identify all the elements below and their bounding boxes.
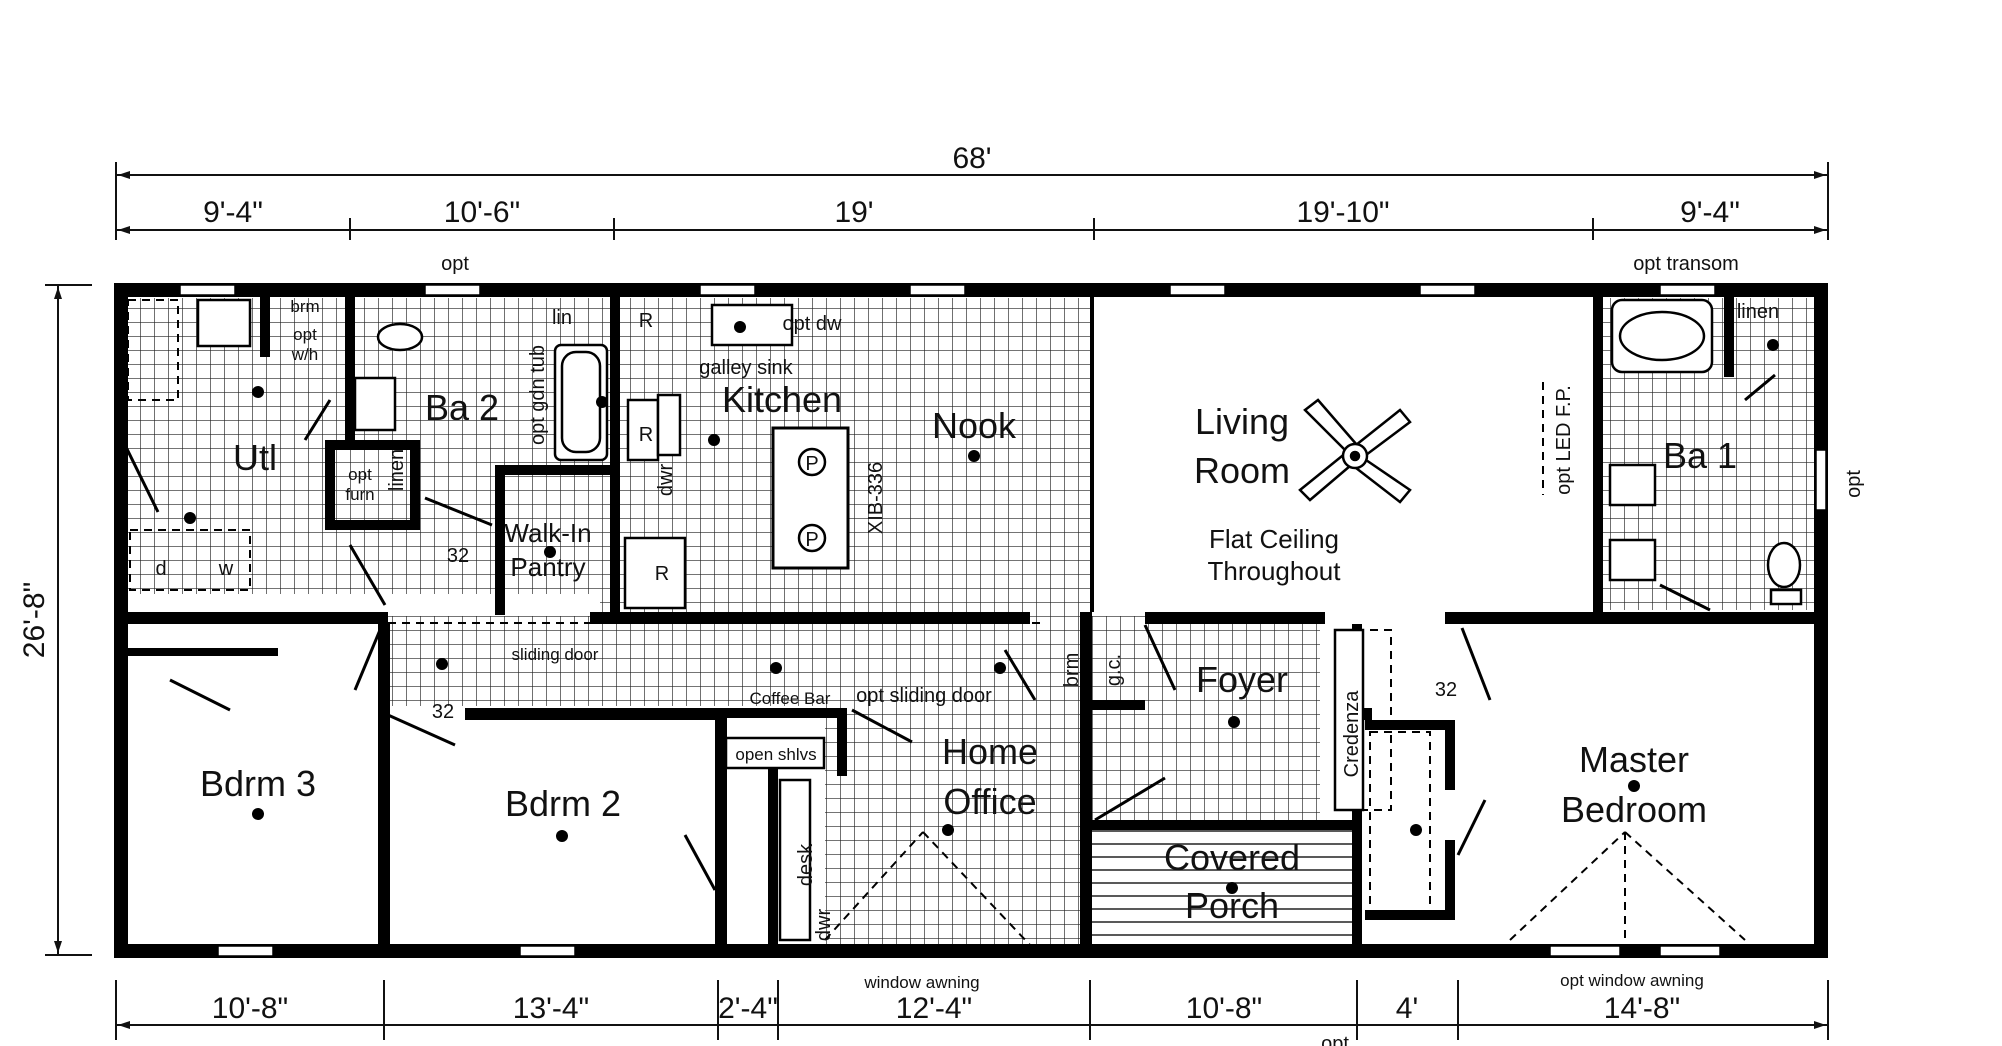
dim-bottom-7: 14'-8" [1604,992,1680,1025]
dimension-lines [45,162,1829,1040]
note-throughout: Throughout [1208,556,1342,586]
room-label-office: Office [943,781,1036,822]
ceiling-fan-icon [1298,398,1412,504]
room-label-porch: Porch [1185,885,1279,926]
note-opt-sliding-door: opt sliding door [856,685,992,707]
note-opt-furn-2: furn [345,485,374,504]
dim-top-2: 10'-6" [444,196,520,229]
note-opt-window-awning: opt window awning [1560,971,1704,990]
refrigerator [623,536,687,610]
note-lin: lin [552,307,572,329]
note-window-awning: window awning [863,973,979,992]
note-credenza: Credenza [1341,690,1363,778]
porch-lines [1090,830,1352,950]
room-label-master: Master [1579,739,1689,780]
room-label-utl: Utl [233,437,277,478]
dim-bottom-1: 10'-8" [212,992,288,1025]
dim-overall-top: 68' [952,142,991,175]
note-door-32-b: 32 [432,701,454,723]
note-linen-closet: linen [386,449,408,491]
note-r-mid: R [639,424,653,446]
bath1-sink-top [1608,463,1657,507]
note-r-bottom: R [655,563,669,585]
room-label-walkin: Walk-In [504,518,591,548]
note-brm-small: brm [290,297,319,316]
desk-cabinet [778,778,812,942]
dim-top-3: 19' [834,196,873,229]
dashed-details [127,299,1746,946]
laundry-sink [196,298,252,348]
room-label-nook: Nook [932,405,1017,446]
dim-bottom-5: 10'-8" [1186,992,1262,1025]
room-label-ba2: Ba 2 [425,387,499,428]
note-dwr-office: dwr [813,909,835,942]
note-r-top: R [639,310,653,332]
credenza-cabinet [1333,628,1365,812]
open-shelves-cabinet [724,736,826,770]
note-dryer: d [155,558,166,580]
fixtures [196,298,1803,942]
dim-bottom-6: 4' [1396,992,1418,1025]
room-label-ba1: Ba 1 [1663,435,1737,476]
note-opt-wh-2: w/h [291,345,318,364]
note-opt-bottom: opt [1321,1033,1349,1046]
note-door-32-c: 32 [1435,679,1457,701]
dimension-arrows [54,171,1826,1029]
note-door-32-a: 32 [447,545,469,567]
note-open-shlvs: open shlvs [735,745,816,764]
room-label-room: Room [1194,450,1290,491]
galley-sink-fixture [710,303,794,347]
note-desk: desk [795,843,817,886]
note-gc: g.c. [1103,654,1125,686]
island-stools [797,447,827,553]
note-opt-furn-1: opt [348,465,372,484]
bath2-toilet [376,322,424,352]
dim-bottom-3: 2'-4" [718,992,778,1025]
room-label-pantry: Pantry [510,552,585,582]
note-opt-wh-1: opt [293,325,317,344]
note-opt-top: opt [441,253,469,275]
foyer-tile [1090,616,1320,826]
note-washer: w [218,558,234,580]
dim-top-1: 9'-4" [203,196,263,229]
note-xib: XIB-336 [865,462,887,534]
room-label-bdrm3: Bdrm 3 [200,763,316,804]
note-brm-office: brm [1061,653,1083,687]
room-label-living: Living [1195,401,1289,442]
dim-top-5: 9'-4" [1680,196,1740,229]
note-opt-gdn-tub: opt gdn tub [527,345,549,445]
note-opt-dw: opt dw [783,313,842,335]
room-label-kitchen: Kitchen [722,379,842,420]
room-label-bdrm2: Bdrm 2 [505,783,621,824]
bath1-sink-bottom [1608,538,1657,582]
note-linen-bath1: linen [1737,301,1779,323]
room-label-foyer: Foyer [1196,659,1288,700]
dim-top-4: 19'-10" [1296,196,1389,229]
room-markers [184,321,1779,894]
note-stool-p-1: P [805,453,818,475]
windows [179,284,1827,957]
hall-tile [385,616,1090,706]
note-opt-right: opt [1843,470,1865,498]
bath1-toilet [1766,541,1802,589]
note-flat-ceiling: Flat Ceiling [1209,524,1339,554]
room-label-covered: Covered [1164,837,1300,878]
note-sliding-door: sliding door [512,645,599,664]
office-tile [825,706,1090,956]
note-coffee-bar: Coffee Bar [750,689,831,708]
dim-overall-side: 26'-8" [18,582,51,658]
room-label-home: Home [942,731,1038,772]
room-label-bedroom: Bedroom [1561,789,1707,830]
note-galley-sink: galley sink [699,357,793,379]
note-dwr-kitchen: dwr [655,464,677,497]
note-opt-led-fp: opt LED F.P. [1553,385,1575,495]
door-swings [123,373,1776,891]
note-stool-p-2: P [805,529,818,551]
note-opt-transom: opt transom [1633,253,1739,275]
dim-bottom-4: 12'-4" [896,992,972,1025]
dim-bottom-2: 13'-4" [513,992,589,1025]
bath2-sink [353,376,397,432]
